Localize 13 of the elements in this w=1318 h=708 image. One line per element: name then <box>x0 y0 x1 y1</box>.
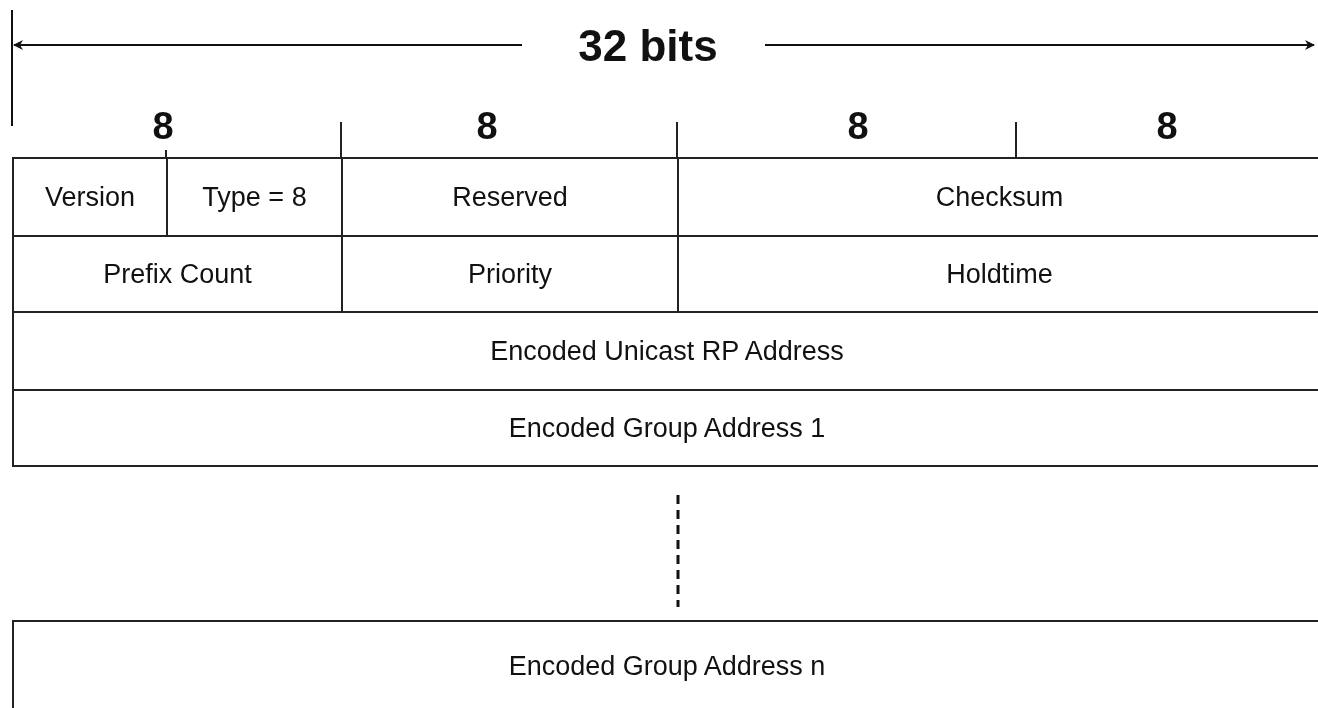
field-name: Priority <box>468 258 552 290</box>
field-cell <box>12 157 168 237</box>
field-name: Prefix Count <box>103 258 252 290</box>
field-cell <box>12 389 1318 467</box>
field-name: Type = 8 <box>202 181 307 213</box>
field-name: Encoded Group Address n <box>508 650 826 682</box>
field-cell <box>12 620 1318 708</box>
field-name: Reserved <box>452 181 568 213</box>
field-name: Encoded Group Address 1 <box>508 412 826 444</box>
field-name: Encoded Unicast RP Address <box>490 335 844 367</box>
field-name: Holdtime <box>946 258 1053 290</box>
field-name: Version <box>44 181 136 213</box>
field-name: Checksum <box>935 181 1064 213</box>
